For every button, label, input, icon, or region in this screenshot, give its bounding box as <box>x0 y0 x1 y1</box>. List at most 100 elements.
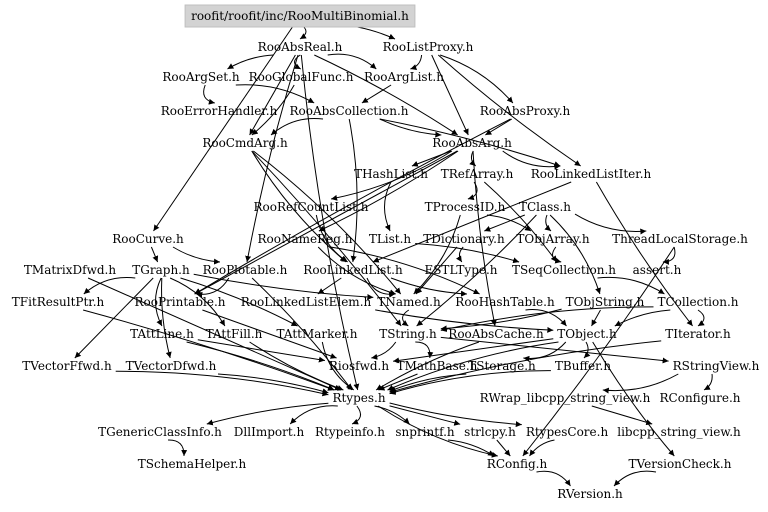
edge-roo-abs-proxy-to-roo-printable <box>194 118 511 295</box>
edge-roo-linked-list-iter-to-roo-linked-list <box>372 181 572 263</box>
edge-tatt-line-to-rtypes <box>186 341 335 391</box>
nodes-layer: roofit/roofit/inc/RooMultiBinomial.hRooA… <box>12 4 760 501</box>
edge-roo-abs-arg-to-roo-linked-list-iter <box>502 150 561 170</box>
edge-tcollection-to-tobject <box>614 309 671 327</box>
edge-rtypes-to-tgeneric-class-info <box>206 402 329 426</box>
edge-roo-abs-arg-to-roo-ref-count-list <box>331 150 453 201</box>
node-dll-import: DllImport.h <box>234 425 305 439</box>
edge-tobject-to-rtypes <box>387 341 559 391</box>
edge-roo-global-func-to-roo-cmd-arg <box>251 84 295 136</box>
edge-roo-list-proxy-to-roo-abs-proxy <box>439 54 514 104</box>
node-tstorage: TStorage.h <box>468 359 536 373</box>
edge-tclass-to-tobj-array <box>544 214 552 232</box>
edge-roo-linked-list-iter-to-titerator <box>595 181 693 327</box>
node-tatt-line: TAttLine.h <box>130 327 194 341</box>
node-rconfigure: RConfigure.h <box>660 391 741 405</box>
edge-rtypes-to-snprintf <box>374 405 410 425</box>
edge-roo-arg-set-to-roo-error-handler <box>203 84 215 105</box>
edge-rwrap-libcpp-string-view-to-libcpp-string-view <box>591 405 653 426</box>
edge-tprocess-id-to-tobj-array <box>486 214 532 232</box>
edge-rstring-view-to-rconfigure <box>703 373 713 391</box>
edge-roo-abs-proxy-to-roo-abs-arg <box>485 118 513 136</box>
edge-roo-abs-arg-to-thash-list <box>411 150 452 167</box>
edge-roo-abs-real-to-roo-plotable <box>245 54 299 263</box>
node-riosfwd: Riosfwd.h <box>329 359 389 373</box>
node-roo-arg-list: RooArgList.h <box>364 70 444 84</box>
edge-rconfig-to-rversion <box>536 470 571 487</box>
edge-tobj-array-to-tseq-collection <box>552 246 562 264</box>
node-roo-error-handler: RooErrorHandler.h <box>161 104 278 118</box>
node-assert: assert.h <box>633 263 682 277</box>
edge-tgraph-to-tnamed <box>193 273 374 301</box>
edge-tfit-result-ptr-to-rtypes <box>82 309 335 391</box>
edge-tnamed-to-tstring <box>401 309 410 327</box>
node-tobj-array: TObjArray.h <box>516 232 590 246</box>
node-tseq-collection: TSeqCollection.h <box>512 263 616 277</box>
node-tstring: TString.h <box>379 327 437 341</box>
edge-root-to-roo-curve <box>153 23 295 232</box>
edge-tgraph-to-tatt-line <box>155 277 163 327</box>
node-tvector-ffwd: TVectorFfwd.h <box>22 359 112 373</box>
edge-roo-curve-to-roo-plotable <box>172 246 221 265</box>
node-roo-arg-set: RooArgSet.h <box>162 70 240 84</box>
edge-roo-hash-table-to-tobject <box>525 309 567 327</box>
node-roo-printable: RooPrintable.h <box>134 295 225 309</box>
edge-tlist-to-tseq-collection <box>415 243 520 264</box>
node-tdictionary: TDictionary.h <box>423 232 505 246</box>
edges-layer <box>74 23 713 487</box>
node-rversion: RVersion.h <box>557 487 623 501</box>
node-roo-hash-table: RooHashTable.h <box>455 295 555 309</box>
edge-roo-linked-list-elem-to-tobject <box>375 309 554 333</box>
edge-roo-abs-collection-to-roo-linked-list <box>348 118 358 263</box>
edge-roo-abs-collection-to-roo-abs-arg <box>379 118 442 138</box>
node-roo-abs-cache: RooAbsCache.h <box>448 327 544 341</box>
edge-tcollection-to-tstring <box>440 306 654 333</box>
node-roo-linked-list-iter: RooLinkedListIter.h <box>531 167 652 181</box>
node-roo-plotable: RooPlotable.h <box>203 263 288 277</box>
edge-rtypes-to-dll-import <box>289 405 338 425</box>
edge-rtypes-to-rtypeinfo <box>351 405 362 425</box>
edge-rtypes-to-rconfig <box>377 405 498 458</box>
edge-roo-abs-real-to-roo-arg-list <box>327 53 377 70</box>
node-roo-abs-proxy: RooAbsProxy.h <box>480 104 571 118</box>
edge-tobj-string-to-tobject <box>591 309 601 327</box>
edge-thread-local-storage-to-rconfig <box>522 246 675 457</box>
edge-tatt-fill-to-rtypes <box>249 341 344 391</box>
edge-roo-ref-count-list-to-roo-linked-list <box>315 214 348 263</box>
node-strlcpy: strlcpy.h <box>464 425 516 439</box>
edge-roo-linked-list-to-tnamed <box>366 277 396 298</box>
edge-tobject-to-tstorage <box>523 341 567 362</box>
node-tgraph: TGraph.h <box>132 263 190 277</box>
edge-tclass-to-tobj-string <box>549 214 601 295</box>
node-tatt-fill: TAttFill.h <box>206 327 263 341</box>
edge-roo-abs-arg-to-roo-printable <box>194 150 458 295</box>
edge-roo-abs-arg-to-roo-name-reg <box>318 150 459 232</box>
edge-tstring-to-tmath-base <box>415 341 434 359</box>
edge-tstorage-to-rtypes <box>389 373 467 392</box>
edge-tgeneric-class-info-to-tschema-helper <box>167 439 188 457</box>
edge-tversion-check-to-rversion <box>613 470 657 487</box>
edge-tseq-collection-to-tcollection <box>597 276 665 295</box>
edge-tref-array-to-tseq-collection <box>483 181 558 263</box>
edge-tbuffer-to-rtypes <box>389 370 551 395</box>
edge-roo-curve-to-tgraph <box>150 246 159 263</box>
edge-roo-cmd-arg-to-tnamed <box>252 150 402 295</box>
node-roo-abs-arg: RooAbsArg.h <box>432 136 512 150</box>
edge-tvector-ffwd-to-rtypes <box>115 370 329 397</box>
node-roo-ref-count-list: RooRefCountList.h <box>253 200 368 214</box>
node-thread-local-storage: ThreadLocalStorage.h <box>612 232 748 246</box>
edge-thread-local-storage-to-assert <box>662 246 676 265</box>
edge-tstring-to-rstring-view <box>440 336 669 364</box>
node-roo-linked-list: RooLinkedList.h <box>303 263 403 277</box>
edge-tclass-to-thread-local-storage <box>574 213 647 235</box>
edge-tcollection-to-titerator <box>697 309 705 327</box>
node-tobject: TObject.h <box>557 327 617 341</box>
edge-tgraph-to-tvector-dfwd <box>161 277 172 359</box>
node-estltype: ESTLType.h <box>424 263 497 277</box>
edge-rtypes-to-strlcpy <box>389 405 461 426</box>
edge-titerator-to-rtypes <box>389 340 662 394</box>
edge-roo-arg-set-to-roo-abs-collection <box>235 84 315 104</box>
node-roo-abs-collection: RooAbsCollection.h <box>289 104 408 118</box>
edge-roo-abs-real-to-roo-cmd-arg <box>249 54 296 136</box>
